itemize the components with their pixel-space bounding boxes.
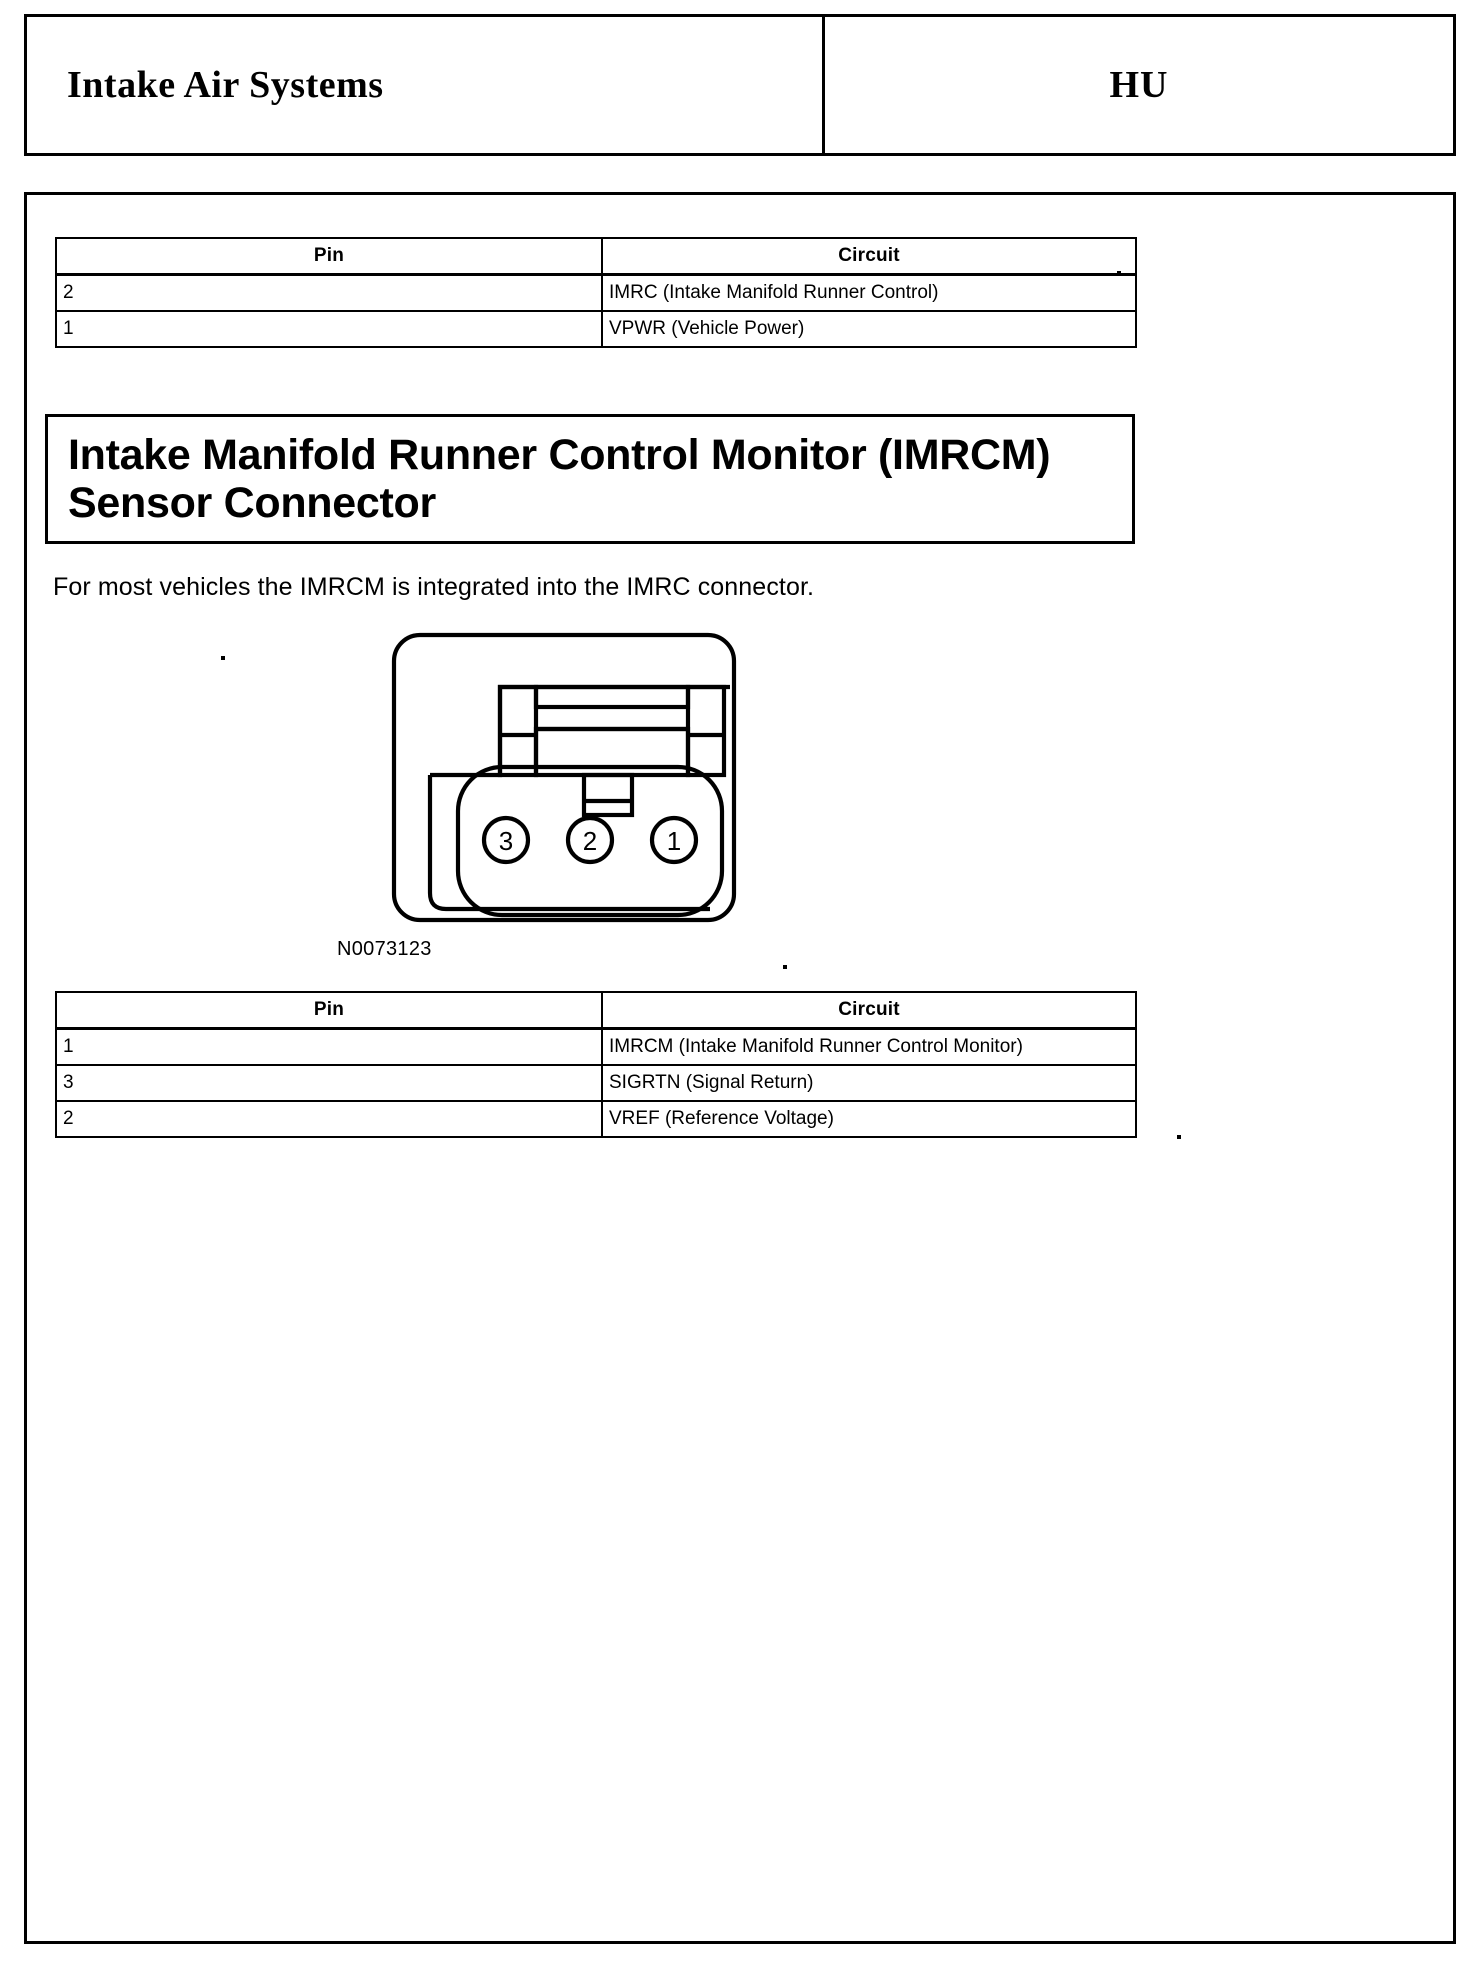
table-row: 1 VPWR (Vehicle Power) — [55, 310, 1137, 348]
connector-keyway-nub — [581, 772, 635, 818]
cell-circuit: IMRC (Intake Manifold Runner Control) — [601, 273, 1137, 312]
pin-marker-3 — [481, 815, 531, 865]
column-header-pin: Pin — [55, 991, 603, 1030]
cell-circuit: VREF (Reference Voltage) — [601, 1100, 1137, 1138]
pin-marker-1 — [649, 815, 699, 865]
column-header-pin: Pin — [55, 237, 603, 276]
page-header: Intake Air Systems HU — [24, 14, 1456, 156]
imrcm-sensor-connector-pin-table: Pin Circuit 1 IMRCM (Intake Manifold Run… — [55, 991, 1137, 1138]
table-header-row: Pin Circuit — [55, 991, 1137, 1030]
column-header-circuit: Circuit — [601, 991, 1137, 1030]
section-heading-line-2: Sensor Connector — [68, 479, 436, 528]
pin-label-1: 1 — [667, 826, 681, 856]
cell-pin: 3 — [55, 1064, 603, 1102]
imrc-connector-pin-table: Pin Circuit 2 IMRC (Intake Manifold Runn… — [55, 237, 1137, 348]
pin-marker-2 — [565, 815, 615, 865]
page-title: Intake Air Systems — [67, 64, 384, 106]
figure-caption: N0073123 — [337, 938, 432, 960]
connector-latch-tab — [497, 684, 727, 778]
cell-circuit: VPWR (Vehicle Power) — [601, 310, 1137, 348]
header-code-cell: HU — [825, 17, 1453, 153]
connector-outer-shell — [391, 632, 737, 923]
connector-pin-cavity — [455, 764, 725, 918]
table-row: 3 SIGRTN (Signal Return) — [55, 1064, 1137, 1102]
cell-circuit: IMRCM (Intake Manifold Runner Control Mo… — [601, 1027, 1137, 1066]
header-title-cell: Intake Air Systems — [27, 17, 825, 153]
scan-speck — [1177, 1135, 1181, 1139]
scan-speck — [1117, 271, 1121, 275]
cell-pin: 2 — [55, 273, 603, 312]
scan-speck — [221, 656, 225, 660]
cell-pin: 2 — [55, 1100, 603, 1138]
cell-circuit: SIGRTN (Signal Return) — [601, 1064, 1137, 1102]
pin-label-3: 3 — [499, 826, 513, 856]
section-code-badge: HU — [1109, 64, 1169, 106]
connector-diagram-svg: 3 2 1 — [391, 632, 737, 923]
table-row: 2 IMRC (Intake Manifold Runner Control) — [55, 273, 1137, 312]
table-row: 2 VREF (Reference Voltage) — [55, 1100, 1137, 1138]
connector-inner-shell — [427, 775, 710, 912]
section-heading-box: Intake Manifold Runner Control Monitor (… — [45, 414, 1135, 545]
section-heading-line-1: Intake Manifold Runner Control Monitor (… — [68, 431, 1051, 479]
connector-pin-markers — [481, 815, 699, 865]
column-header-circuit: Circuit — [601, 237, 1137, 276]
table-row: 1 IMRCM (Intake Manifold Runner Control … — [55, 1027, 1137, 1066]
connector-figure: 3 2 1 — [382, 625, 802, 940]
table-header-row: Pin Circuit — [55, 237, 1137, 276]
pin-label-2: 2 — [583, 826, 597, 856]
cell-pin: 1 — [55, 1027, 603, 1066]
cell-pin: 1 — [55, 310, 603, 348]
page-content-frame: Pin Circuit 2 IMRC (Intake Manifold Runn… — [24, 192, 1456, 1944]
section-paragraph: For most vehicles the IMRCM is integrate… — [53, 573, 815, 601]
scan-speck — [783, 965, 787, 969]
